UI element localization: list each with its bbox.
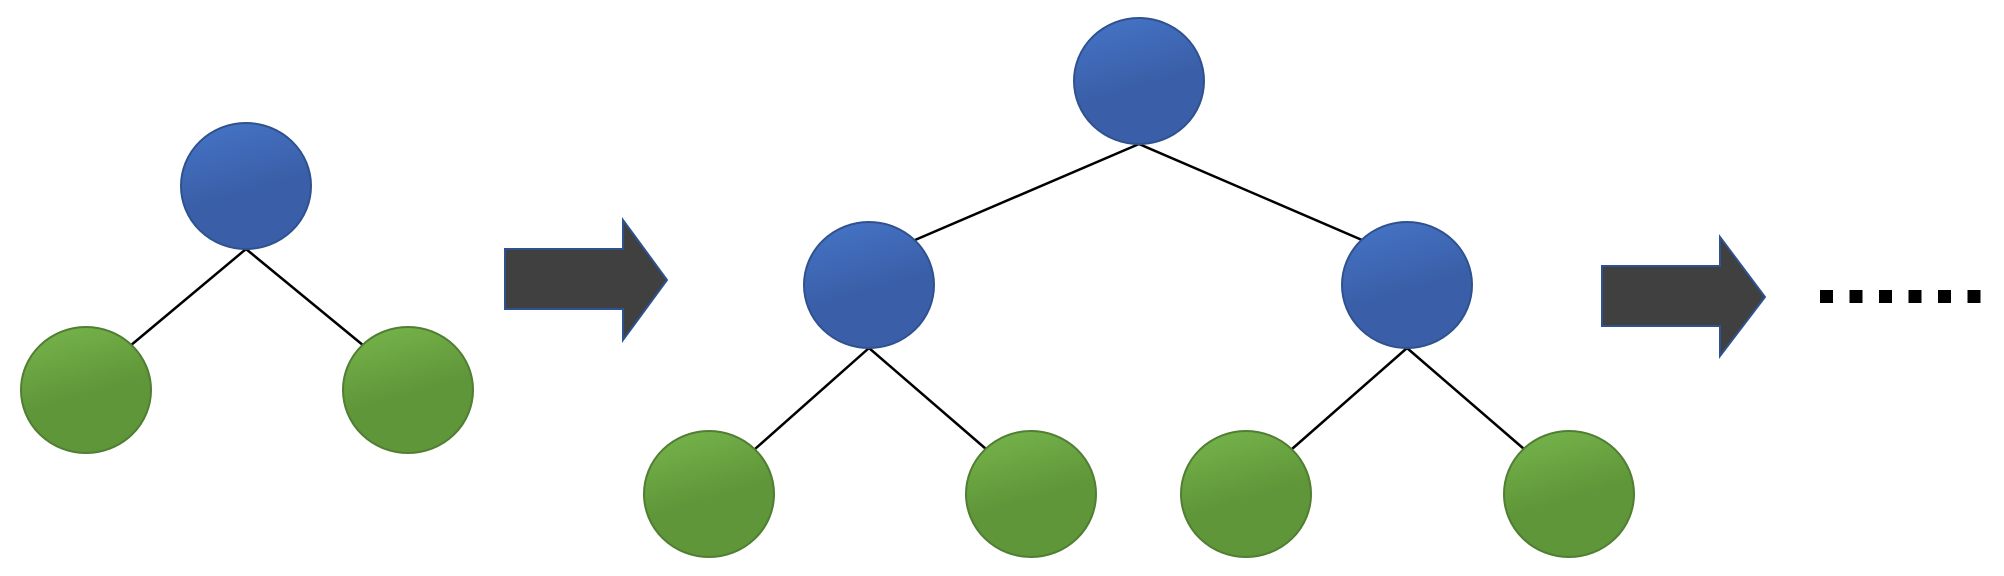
edge — [129, 248, 247, 347]
leaf-node — [643, 430, 775, 558]
internal-node — [803, 221, 935, 349]
continuation-dot — [1879, 290, 1892, 303]
leaf-node — [20, 326, 152, 454]
leaf-node — [342, 326, 474, 454]
leaf-node — [1180, 430, 1312, 558]
edge — [1291, 347, 1408, 450]
leaf-node — [965, 430, 1097, 558]
continuation-dots — [1820, 290, 1981, 303]
continuation-dot — [1908, 290, 1922, 303]
root-node — [1073, 17, 1205, 145]
continuation-dot — [1967, 290, 1981, 303]
edge — [1138, 142, 1363, 242]
edge — [754, 347, 870, 450]
edge — [914, 142, 1140, 242]
leaf-node — [1503, 430, 1635, 558]
continuation-dot — [1820, 290, 1833, 303]
internal-node — [1341, 221, 1473, 349]
stage-1-tree — [20, 122, 474, 454]
edge — [868, 347, 987, 450]
right-arrow-icon — [1601, 234, 1767, 359]
stage-2-tree — [643, 17, 1635, 558]
continuation-dot — [1938, 290, 1951, 303]
edge — [245, 248, 365, 347]
internal-node — [180, 122, 312, 250]
right-arrow-icon — [504, 216, 669, 344]
continuation-dot — [1849, 290, 1863, 303]
edge — [1406, 347, 1525, 450]
